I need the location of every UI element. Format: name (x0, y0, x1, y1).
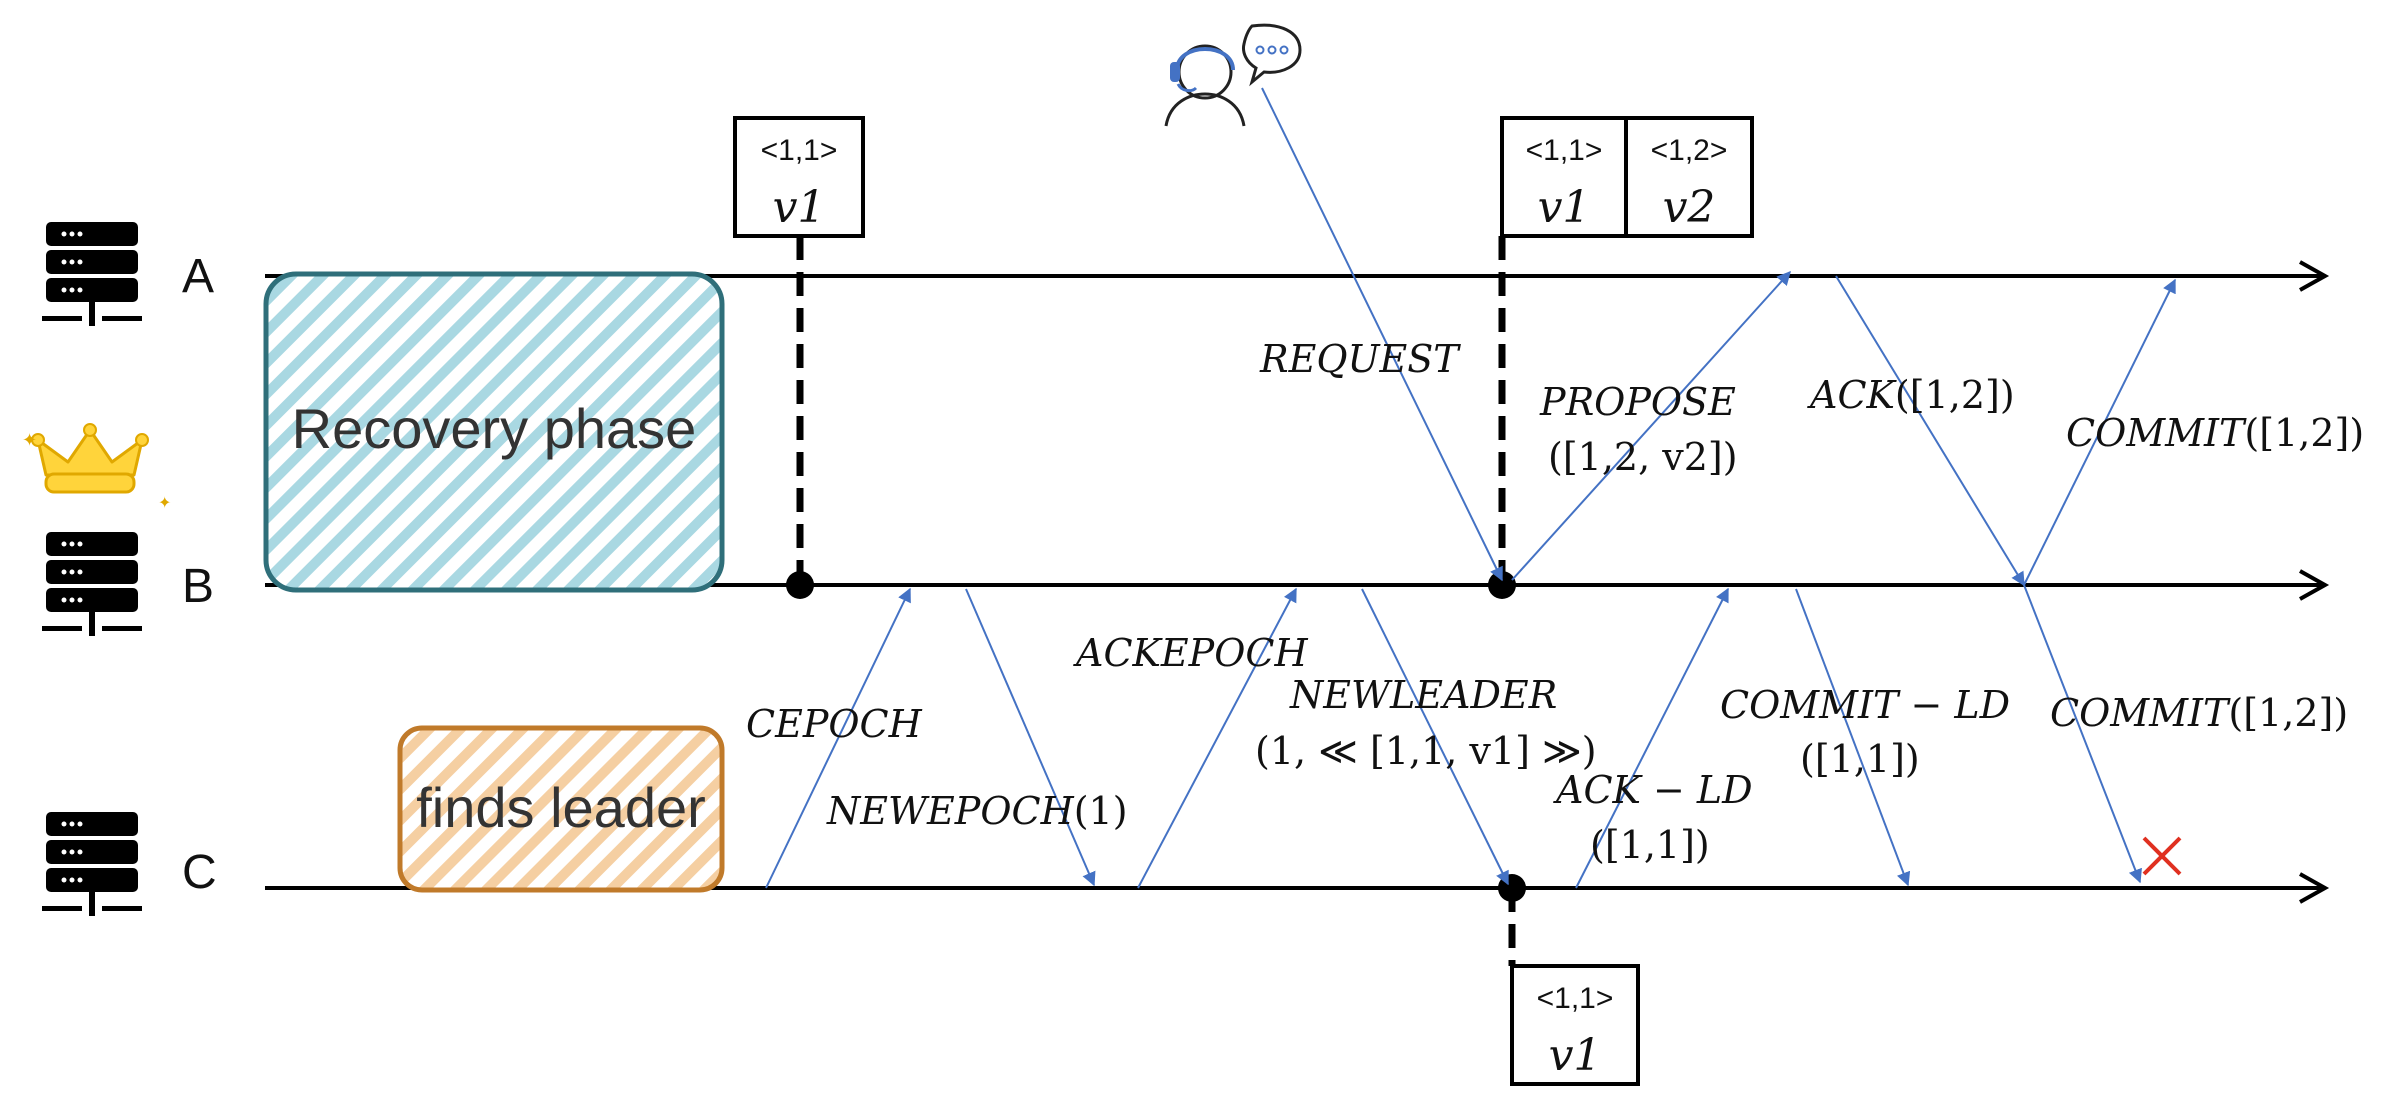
log-box: <1,1> v1 (733, 116, 865, 238)
node-label-a: A (182, 250, 214, 303)
label-newepoch: NEWEPOCH(1) (826, 789, 1128, 833)
label-commit-ld: COMMIT − LD (1720, 683, 2010, 727)
arrow-request (1261, 87, 1503, 582)
label-request: REQUEST (1259, 337, 1461, 381)
label-propose-arg: ([1,2, v2]) (1548, 435, 1738, 479)
log-value: v1 (773, 182, 826, 233)
node-label-c: C (182, 846, 217, 899)
label-ack-name: ACK (1807, 373, 1898, 417)
label-commit-a-name: COMMIT (2066, 411, 2247, 455)
arrow-ack-ld (1575, 587, 1729, 889)
cross-icon (2142, 836, 2182, 876)
event-dot (1488, 571, 1516, 599)
finds-leader-box: finds leader (397, 725, 725, 893)
log-zxid: <1,1> (1537, 982, 1614, 1015)
sparkle-icon: ✦ (158, 493, 171, 512)
log-value: v1 (1538, 182, 1591, 233)
log-value: v1 (1549, 1030, 1602, 1081)
client-icon (1164, 23, 1302, 127)
label-cepoch: CEPOCH (746, 702, 923, 746)
arrow-commit-c (2023, 584, 2142, 884)
log-zxid: <1,1> (761, 134, 838, 167)
event-dot (1498, 874, 1526, 902)
log-box: <1,1> v1 (1510, 964, 1640, 1086)
arrow-newepoch (965, 588, 1096, 887)
arrow-propose (1511, 270, 1791, 581)
label-commit-a: COMMIT([1,2]) (2066, 411, 2364, 455)
recovery-phase-box: Recovery phase (263, 271, 725, 593)
label-ack-ld: ACK − LD (1553, 768, 1753, 812)
arrow-ackepoch (1137, 587, 1297, 889)
crown-icon (31, 423, 149, 494)
server-icon (42, 222, 142, 326)
sparkle-icon: ✦ (22, 430, 37, 451)
event-dot (786, 571, 814, 599)
finds-leader-label: finds leader (416, 776, 706, 839)
server-icon (42, 812, 142, 916)
server-icon (42, 532, 142, 636)
arrow-commit-a (2023, 278, 2176, 586)
label-commit-a-arg: ([1,2]) (2244, 411, 2364, 455)
arrow-ack (1835, 275, 2025, 587)
log-value: v2 (1663, 182, 1716, 233)
label-commit-c: COMMIT([1,2]) (2050, 691, 2348, 735)
label-newepoch-name: NEWEPOCH (826, 789, 1075, 833)
log-zxid: <1,1> (1526, 134, 1603, 167)
arrow-newleader (1361, 588, 1509, 886)
recovery-phase-label: Recovery phase (292, 397, 697, 460)
label-ackepoch: ACKEPOCH (1073, 631, 1308, 675)
log-box: <1,1> v1 <1,2> v2 (1500, 116, 1754, 238)
label-commit-ld-arg: ([1,1]) (1800, 737, 1920, 781)
arrow-commit-ld (1795, 588, 1911, 887)
log-zxid: <1,2> (1651, 134, 1728, 167)
node-label-b: B (182, 560, 214, 613)
label-newepoch-arg: (1) (1074, 789, 1128, 833)
label-newleader-arg: (1, ≪ [1,1, v1] ≫) (1255, 729, 1597, 773)
label-ack-ld-arg: ([1,1]) (1590, 823, 1710, 867)
label-commit-c-name: COMMIT (2050, 691, 2231, 735)
label-propose: PROPOSE (1539, 380, 1736, 424)
arrow-cepoch (765, 587, 911, 889)
label-commit-c-arg: ([1,2]) (2228, 691, 2348, 735)
label-newleader: NEWLEADER (1289, 673, 1557, 717)
label-ack-arg: ([1,2]) (1895, 373, 2015, 417)
label-ack: ACK([1,2]) (1807, 373, 2015, 417)
